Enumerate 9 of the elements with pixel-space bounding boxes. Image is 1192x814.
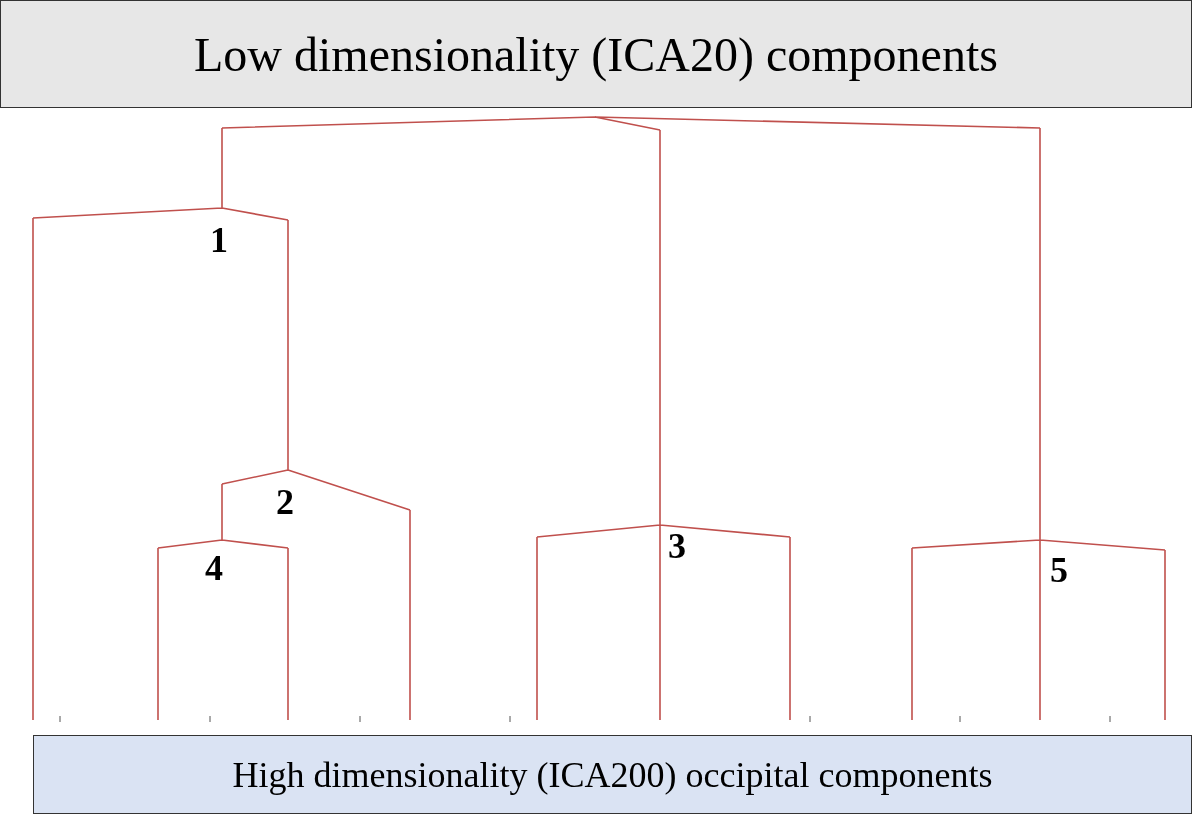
branch-number: 2 (276, 484, 294, 520)
branch-number: 3 (668, 528, 686, 564)
branch-number: 5 (1050, 552, 1068, 588)
branch-number: 1 (210, 222, 228, 258)
caption-box (33, 735, 1192, 814)
branch-number: 4 (205, 550, 223, 586)
box-text: Low dimensionality (ICA20) components (194, 26, 998, 82)
title-box (0, 0, 1192, 108)
box-text: High dimensionality (ICA200) occipital components (232, 753, 993, 796)
